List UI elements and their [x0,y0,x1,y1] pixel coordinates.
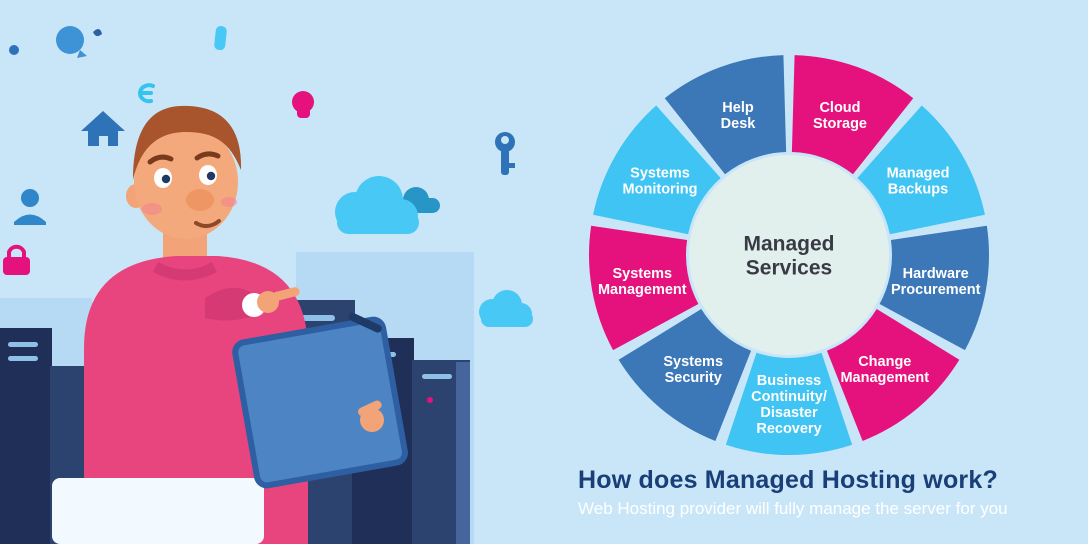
cloud-icon-small [479,290,533,327]
squiggle-icon [138,83,155,104]
cloud-icon-large [335,176,419,234]
wheel-segment-hardware-procurement [879,225,989,351]
person-icon [14,189,46,225]
man-nose [186,189,214,211]
blush-left [142,203,162,215]
wheel-segment-business-continuity-disaster-recovery [725,352,853,456]
wheel-center [689,155,889,355]
eyebrow-left [147,154,174,165]
blush-right [221,197,237,207]
man-torso [84,256,308,544]
mushroom-icon [292,91,314,118]
leaf-icon [93,28,102,37]
sweater-collar [153,262,217,281]
balloon-icon [56,26,87,58]
eyebrow-right [194,151,221,161]
man-eyes [154,165,217,188]
caption-title: How does Managed Hosting work? [578,466,998,494]
wheel-segment-managed-backups [857,105,985,235]
wheel-segment-change-management [826,308,960,441]
pointing-hand [257,287,300,313]
floating-icons [3,26,533,327]
wheel-segment-help-desk [664,55,787,175]
wheel-segment-systems-monitoring [593,105,721,235]
illustration-scene [0,26,533,544]
pointing-arm-sleeve [205,287,254,321]
man-head [126,105,242,239]
wheel-segment-systems-management [589,225,699,351]
house-icon [81,111,125,146]
lock-icon [3,244,30,275]
gripping-hand [358,400,384,432]
battery-icon [214,26,227,51]
man-hair [133,105,242,180]
wheel-segment-cloud-storage [791,55,914,175]
stylus-icon [348,312,382,333]
wheel-segment-systems-security [618,308,752,441]
caption: How does Managed Hosting work? Web Hosti… [578,466,1088,519]
floor-desk [52,478,264,544]
tablet [232,312,408,489]
man-with-tablet [84,105,359,544]
key-icon [495,132,515,175]
dot-icon [9,45,19,55]
caption-subtitle: Web Hosting provider will fully manage t… [578,499,1008,518]
man-mouth [194,219,221,228]
